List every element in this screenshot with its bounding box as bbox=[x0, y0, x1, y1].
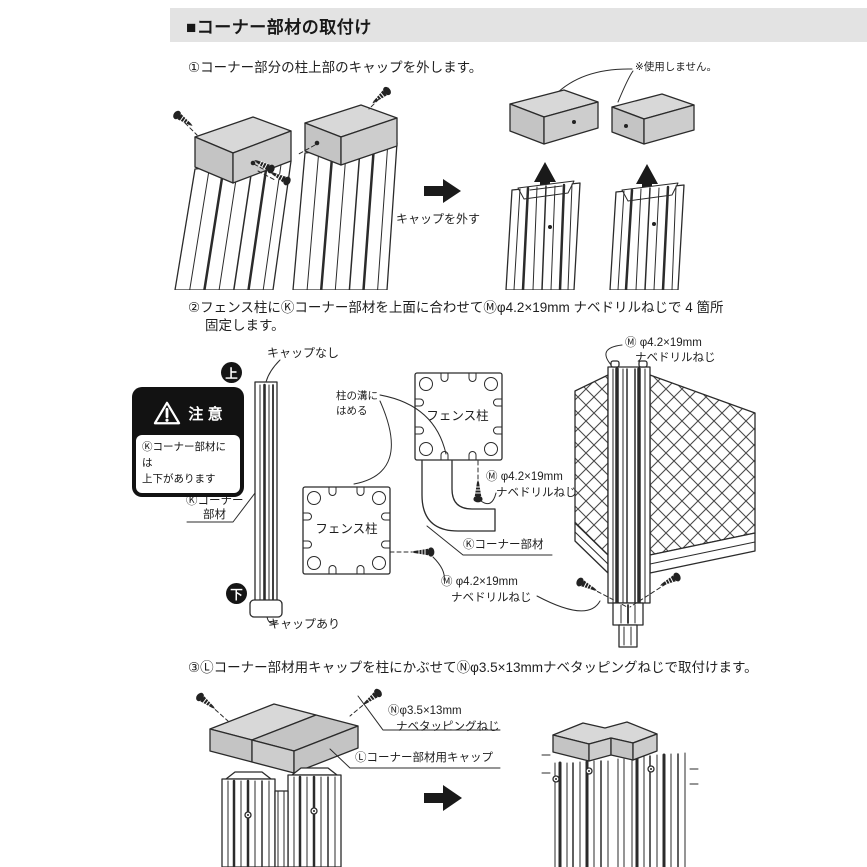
label-screw-m1-line1: Ⓜ φ4.2×19mm bbox=[486, 471, 563, 483]
label-screw-m2-line2: ナベドリルねじ bbox=[451, 592, 532, 604]
corner-post bbox=[607, 360, 651, 648]
screw-n-leader bbox=[357, 695, 501, 731]
illustration-posts-with-caps bbox=[170, 85, 398, 290]
label-screw-m3-line1: Ⓜ φ4.2×19mm bbox=[625, 337, 702, 349]
open-post-left bbox=[505, 180, 581, 290]
label-fence-post-upper: フェンス柱 bbox=[426, 409, 489, 423]
caution-line1: Ⓚコーナー部材には bbox=[142, 441, 226, 469]
label-corner-part: Ⓚコーナー部材 bbox=[463, 539, 544, 551]
label-corner-part-line2: 部材 bbox=[203, 509, 226, 521]
lattice-panel-right bbox=[649, 374, 756, 556]
warning-icon bbox=[154, 401, 181, 425]
label-fence-post-lower: フェンス柱 bbox=[315, 522, 378, 536]
label-corner-cap: Ⓛコーナー部材用キャップ bbox=[355, 752, 493, 764]
section-header-bar: ■コーナー部材の取付け bbox=[170, 8, 867, 42]
illustration-caps-removed bbox=[505, 68, 695, 290]
label-cap-yes: キャップあり bbox=[268, 617, 341, 631]
step1-text: ①コーナー部分の柱上部のキャップを外します。 bbox=[188, 60, 483, 75]
label-groove-line2: はめる bbox=[336, 405, 368, 417]
removed-cap-left bbox=[509, 89, 599, 145]
post-right bbox=[292, 142, 398, 290]
cap-right bbox=[304, 104, 398, 166]
caution-title: 注 意 bbox=[188, 405, 223, 423]
step2-text-line1: ②フェンス柱にⓀコーナー部材を上面に合わせてⓂφ4.2×19mm ナベドリルねじ… bbox=[188, 300, 724, 315]
caution-line2: 上下があります bbox=[142, 472, 216, 485]
label-screw-n-line1: Ⓝφ3.5×13mm bbox=[388, 705, 462, 717]
open-post-right bbox=[609, 182, 685, 290]
cap-label-leader bbox=[329, 748, 501, 769]
badge-bottom: 下 bbox=[226, 583, 247, 604]
corner-post-open bbox=[221, 767, 342, 867]
label-screw-m3-line2: ナベドリルねじ bbox=[635, 352, 716, 364]
removed-cap-right bbox=[611, 93, 695, 145]
corner-post-capped bbox=[541, 721, 699, 867]
right-arrow-icon bbox=[424, 179, 461, 203]
page-title: ■コーナー部材の取付け bbox=[186, 17, 372, 37]
corner-post-assembled bbox=[536, 344, 756, 648]
step3-text: ③Ⓛコーナー部材用キャップを柱にかぶせてⓃφ3.5×13mmナベタッピングねじで… bbox=[188, 660, 758, 675]
arrow-caption: キャップを外す bbox=[396, 212, 481, 226]
corner-cap bbox=[209, 703, 359, 774]
label-screw-n-line2: ナベタッピングねじ bbox=[396, 721, 500, 733]
illustration-corner-cap bbox=[193, 686, 699, 867]
label-screw-m1-line2: ナベドリルねじ bbox=[496, 487, 577, 499]
cap-left bbox=[194, 116, 292, 184]
corner-part-leader bbox=[186, 492, 256, 523]
note-not-used: ※使用しません。 bbox=[635, 61, 717, 73]
step2-text-line2: 固定します。 bbox=[205, 318, 285, 333]
label-cap-none: キャップなし bbox=[267, 346, 340, 360]
corner-bracket bbox=[421, 460, 496, 532]
illustration-corner-assembly bbox=[186, 344, 756, 648]
label-corner-part-line1: Ⓚコーナー bbox=[186, 495, 244, 507]
groove-leaders bbox=[353, 394, 447, 485]
label-groove-line1: 柱の溝に bbox=[336, 390, 378, 402]
corner-part-strip bbox=[249, 359, 283, 624]
right-arrow-icon bbox=[424, 785, 462, 811]
badge-top: 上 bbox=[221, 362, 242, 383]
caution-box: 注 意 Ⓚコーナー部材には 上下があります bbox=[132, 387, 244, 498]
label-screw-m2-line1: Ⓜ φ4.2×19mm bbox=[441, 576, 518, 588]
